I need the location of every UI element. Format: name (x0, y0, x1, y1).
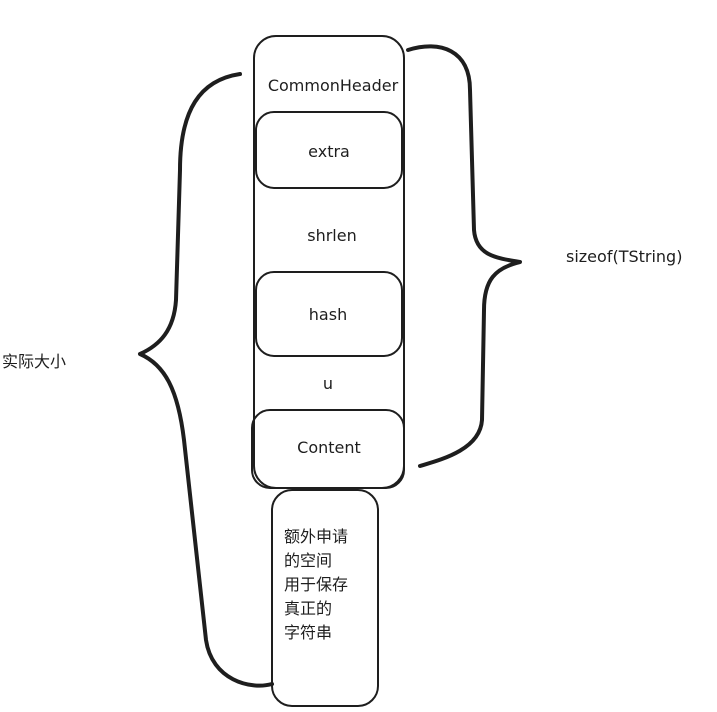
extra-field-box (255, 111, 403, 189)
field-u: u (323, 374, 333, 393)
extra-space-line: 真正的 (284, 599, 332, 618)
left-brace-label: 实际大小 (2, 352, 66, 371)
extra-space-line: 的空间 (284, 551, 332, 570)
extra-space-box (271, 489, 379, 707)
field-shrlen: shrlen (307, 226, 356, 245)
extra-space-line: 额外申请 (284, 527, 348, 546)
field-extra: extra (308, 142, 350, 161)
field-hash: hash (309, 305, 347, 324)
field-content: Content (297, 438, 361, 457)
right-brace-label: sizeof(TString) (566, 247, 682, 266)
right-brace (406, 44, 522, 468)
extra-space-line: 用于保存 (284, 575, 348, 594)
field-commonheader: CommonHeader (268, 76, 399, 95)
hash-field-box (255, 271, 403, 357)
content-field-box (251, 409, 405, 489)
extra-space-line: 字符串 (284, 623, 332, 642)
left-brace (138, 72, 274, 688)
tstring-struct-box (253, 35, 405, 489)
